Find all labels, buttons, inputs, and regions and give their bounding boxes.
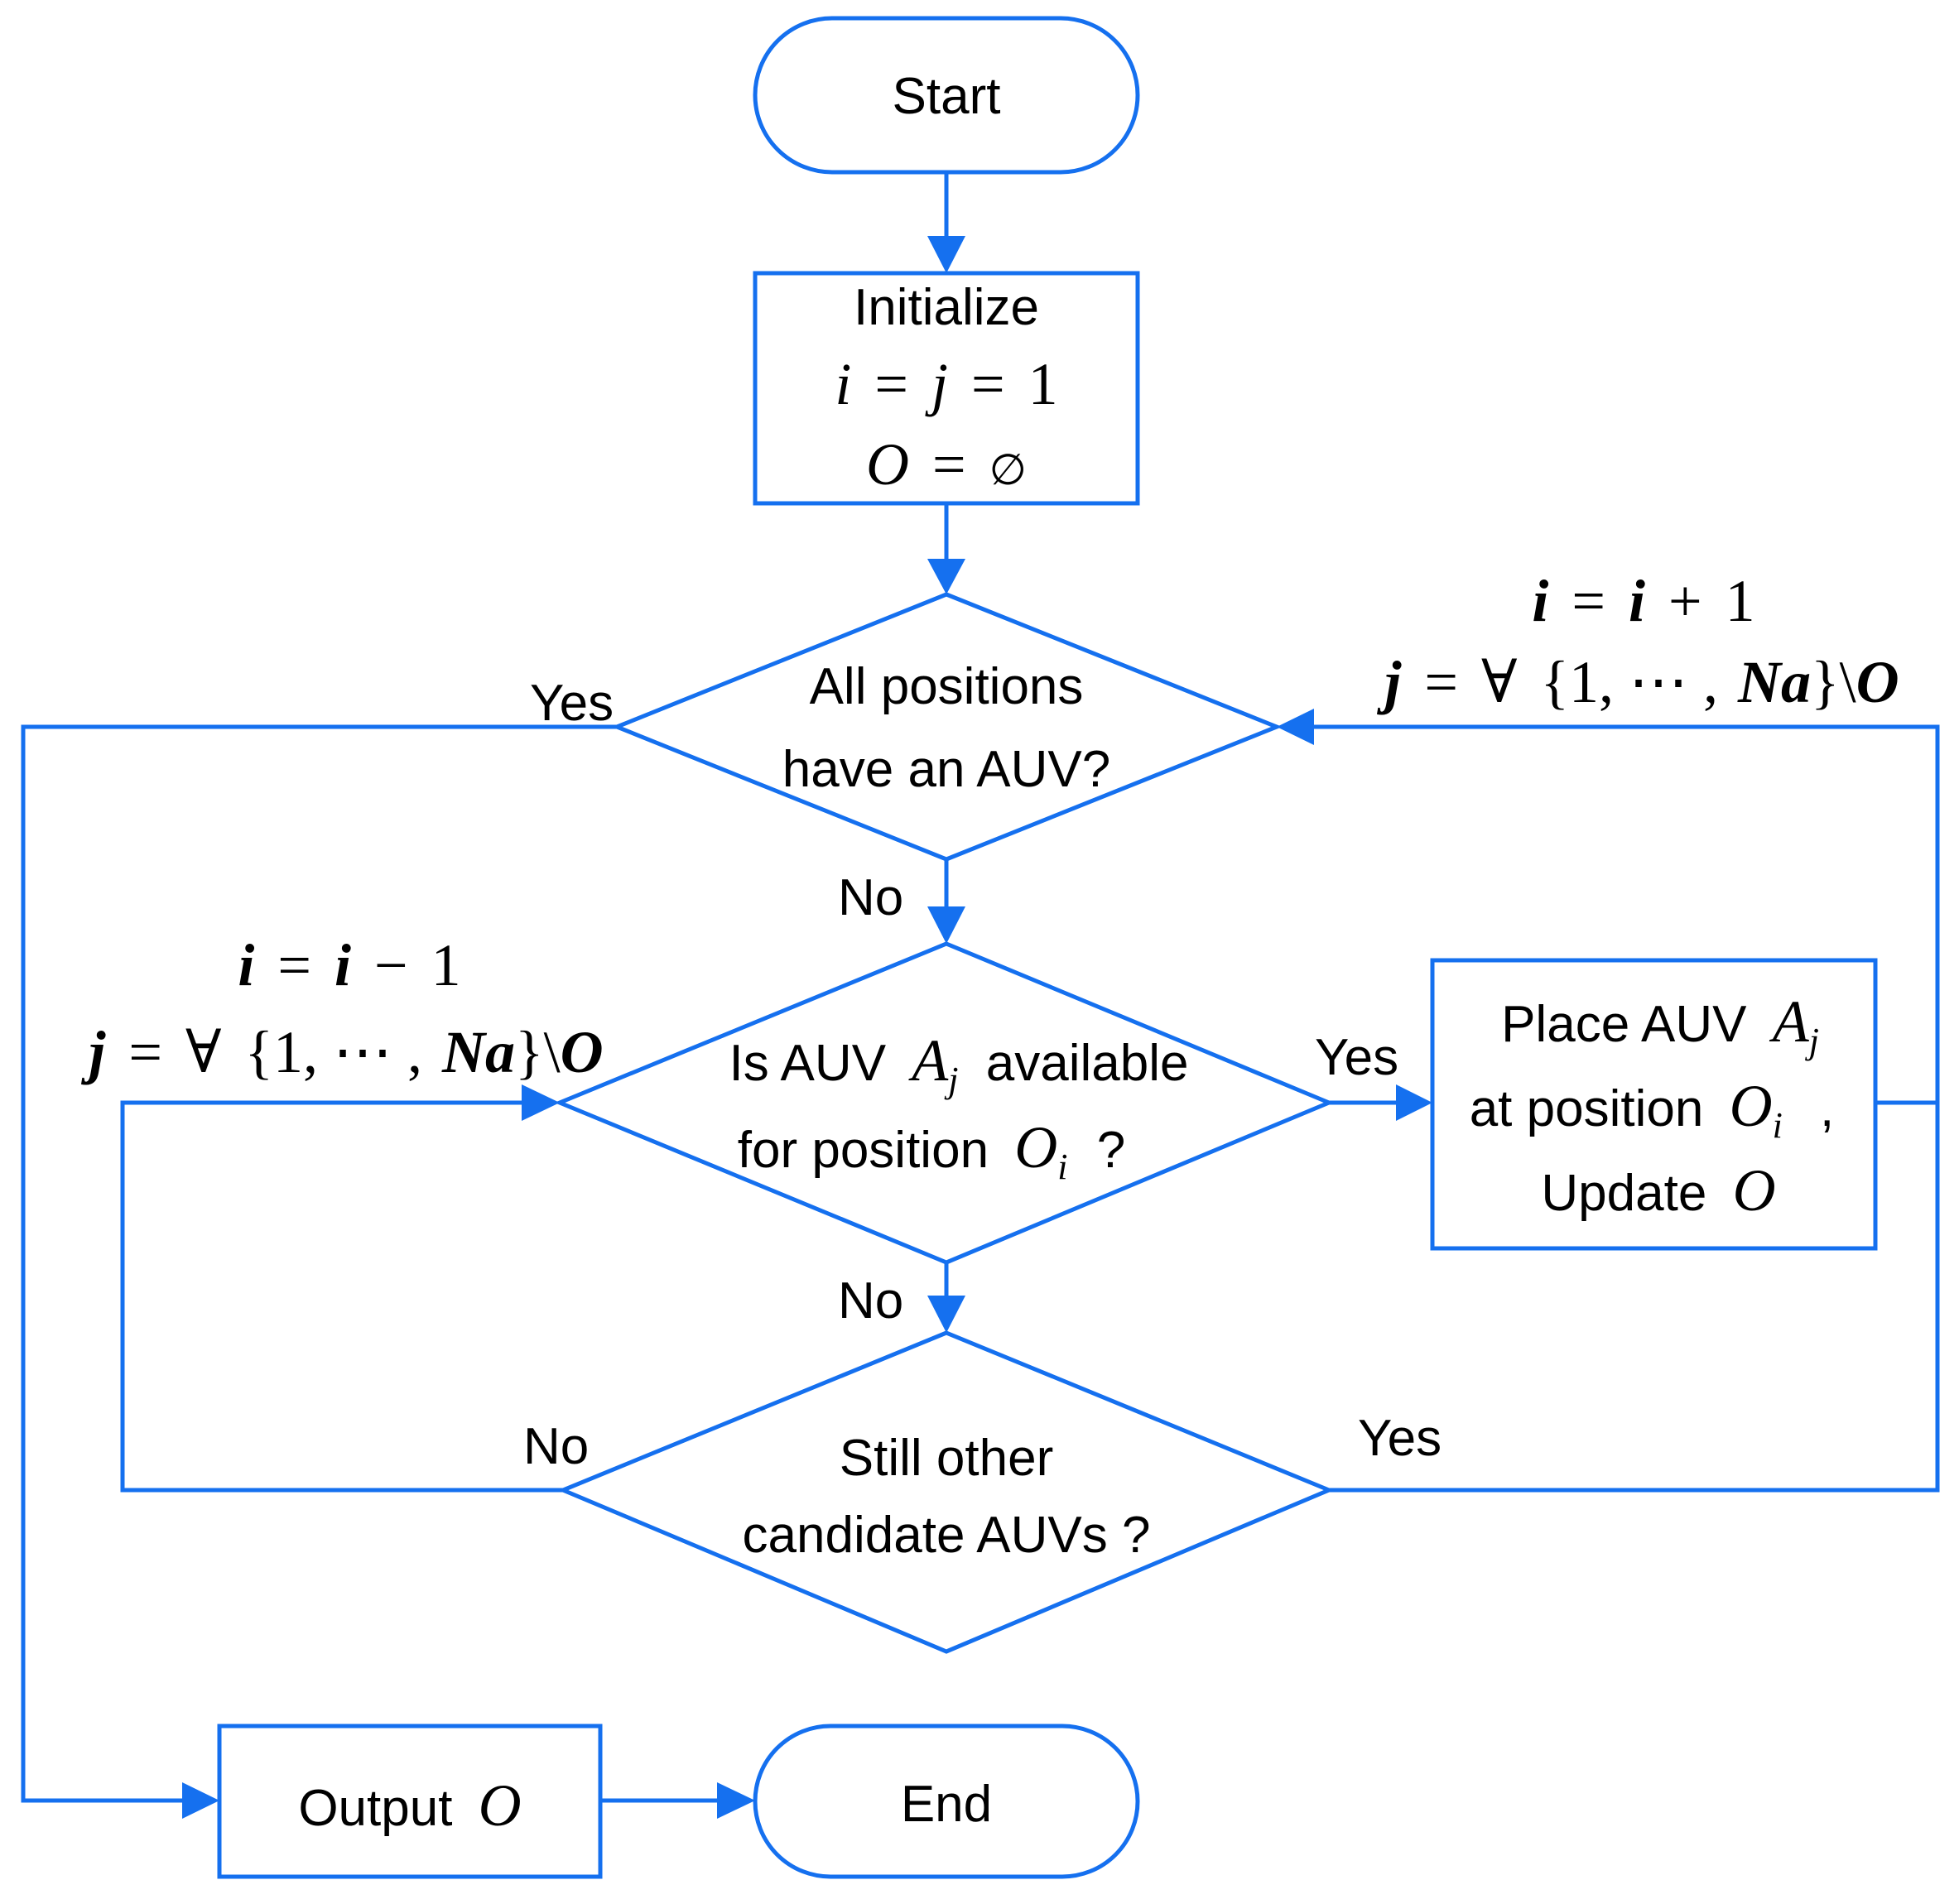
arrowhead-decision2-left — [522, 1084, 560, 1121]
arrowhead-decision1 — [927, 559, 965, 594]
decision3-node: Still other candidate AUVs ? — [557, 1330, 1335, 1654]
edge-decision1-yes-output — [21, 724, 617, 1803]
arrowhead-place — [1396, 1084, 1432, 1121]
increment-annotation: i = i + 1 j = ∀ {1, ⋯ , Na}\O — [1376, 568, 1899, 715]
decision3-line2: candidate AUVs ? — [743, 1507, 1151, 1564]
place-box — [1430, 958, 1878, 1251]
decision2-node: Is AUV Aj available for position Oi ? — [554, 941, 1335, 1265]
start-node: Start — [753, 16, 1140, 175]
connectors — [21, 172, 1940, 1819]
place-node: Place AUV Aj at position Oi , Update O — [1430, 958, 1878, 1251]
arrowhead-init — [927, 236, 965, 273]
init-title: Initialize — [854, 279, 1039, 336]
decision1-yes-label: Yes — [530, 675, 614, 732]
arrowhead-decision1-right — [1277, 709, 1314, 745]
init-equation-O: O = ∅ — [866, 431, 1027, 498]
arrowhead-end — [717, 1782, 755, 1819]
place-line1: Place AUV Aj — [1501, 988, 1819, 1061]
place-line3: Update O — [1541, 1157, 1775, 1224]
edge-place-loop-decision1 — [1308, 724, 1940, 1105]
decrement-annotation: i = i − 1 j = ∀ {1, ⋯ , Na}\O — [80, 932, 603, 1085]
decision1-line1: All positions — [810, 658, 1084, 715]
decision1-line2: have an AUV? — [782, 741, 1110, 798]
edge-decision3-no-loop — [120, 1100, 563, 1493]
place-line2: at position Oi , — [1470, 1073, 1835, 1149]
decision3-diamond — [557, 1330, 1335, 1654]
init-equation-ij: i = j = 1 — [835, 351, 1057, 417]
edge-decision3-yes-loop — [1329, 1103, 1940, 1493]
output-box — [217, 1724, 603, 1879]
decrement-i-equation: i = i − 1 — [238, 932, 460, 998]
decision3-line1: Still other — [840, 1430, 1053, 1487]
arrowhead-decision3 — [927, 1296, 965, 1333]
decision1-diamond — [611, 592, 1283, 862]
edge-labels: Yes No Yes No No Yes — [523, 675, 1442, 1475]
decision3-yes-label: Yes — [1358, 1410, 1442, 1467]
decrement-j-equation: j = ∀ {1, ⋯ , Na}\O — [80, 1019, 603, 1085]
increment-j-equation: j = ∀ {1, ⋯ , Na}\O — [1376, 649, 1899, 715]
decision2-no-label: No — [838, 1272, 903, 1329]
start-label: Start — [893, 68, 1001, 125]
increment-i-equation: i = i + 1 — [1532, 568, 1754, 634]
end-terminal — [753, 1724, 1140, 1879]
output-node: Output O — [217, 1724, 603, 1879]
end-node: End — [753, 1724, 1140, 1879]
init-node: Initialize i = j = 1 O = ∅ — [753, 271, 1140, 506]
decision1-no-label: No — [838, 869, 903, 926]
end-label: End — [901, 1776, 992, 1833]
decision3-no-label: No — [523, 1418, 589, 1475]
arrowhead-decision2 — [927, 906, 965, 944]
arrowhead-output — [182, 1782, 219, 1819]
decision2-yes-label: Yes — [1315, 1029, 1398, 1086]
decision2-line2: for position Oi ? — [738, 1114, 1125, 1190]
output-label: Output O — [298, 1772, 521, 1839]
decision1-node: All positions have an AUV? — [611, 592, 1283, 862]
start-terminal — [753, 16, 1140, 175]
decision2-diamond — [554, 941, 1335, 1265]
decision2-line1: Is AUV Aj available — [729, 1027, 1189, 1103]
init-box — [753, 271, 1140, 506]
